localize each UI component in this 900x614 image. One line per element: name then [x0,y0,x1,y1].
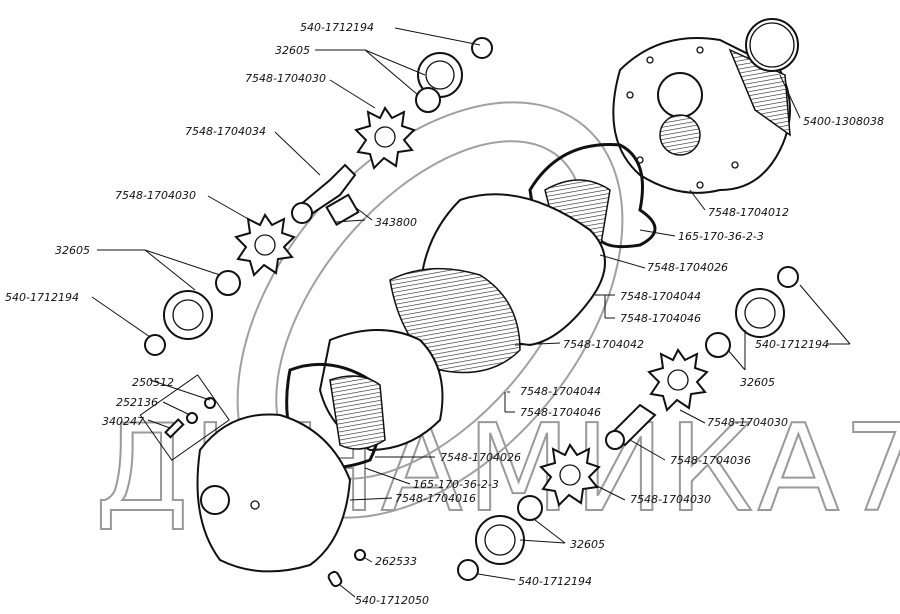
part-label: 540-1712194 [5,291,79,304]
part-label: 32605 [55,244,90,257]
plug [354,549,366,561]
part-label: 7548-1704026 [647,261,728,274]
part-labels: 540-1712194 32605 7548-1704030 7548-1704… [5,21,884,607]
pump-housing [612,37,791,194]
part-label: 250512 [132,376,174,389]
part-label: 7548-1704026 [440,451,521,464]
part-label: 32605 [740,376,775,389]
part-label: 540-1712050 [355,594,429,607]
left-shaft-assembly [144,37,493,356]
part-label: 262533 [375,555,417,568]
seal-ring [745,18,799,72]
part-label: 7548-1704034 [185,125,266,138]
part-label: 7548-1704036 [670,454,751,467]
part-label: 165-170-36-2-3 [413,478,499,491]
part-label: 340247 [102,415,144,428]
part-label: 5400-1308038 [803,115,884,128]
part-label: 343800 [375,216,417,229]
part-label: 7548-1704030 [245,72,326,85]
bushing-plate-2 [329,375,386,450]
part-label: 7548-1704012 [708,206,789,219]
part-label: 252136 [116,396,158,409]
part-label: 7548-1704046 [620,312,701,325]
fastener-kit [139,374,230,461]
part-label: 7548-1704044 [520,385,601,398]
part-label: 7548-1704030 [630,493,711,506]
part-label: 165-170-36-2-3 [678,230,764,243]
right-shaft-assembly [457,266,799,581]
part-label: 540-1712194 [755,338,829,351]
pump-cover [196,413,352,573]
part-label: 7548-1704030 [115,189,196,202]
leader-lines [91,27,851,598]
part-label: 7548-1704046 [520,406,601,419]
part-label: 7548-1704030 [707,416,788,429]
part-label: 540-1712194 [300,21,374,34]
part-label: 540-1712194 [518,575,592,588]
part-label: 7548-1704044 [620,290,701,303]
part-label: 32605 [570,538,605,551]
part-label: 7548-1704042 [563,338,644,351]
part-label: 7548-1704016 [395,492,476,505]
dowel-pin [327,570,343,588]
part-label: 32605 [275,44,310,57]
